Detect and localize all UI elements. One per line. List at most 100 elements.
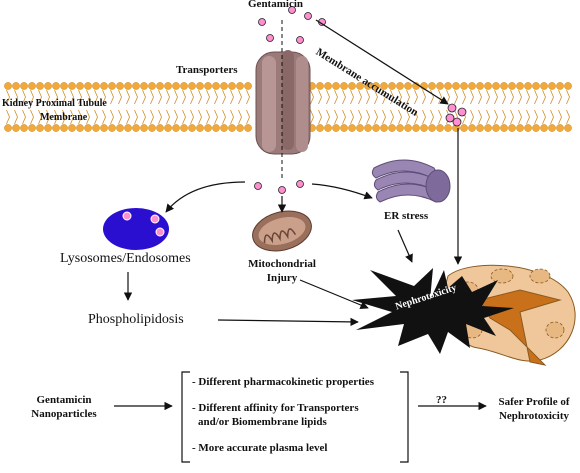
- lipid-head: [76, 82, 84, 90]
- lipid-head: [116, 82, 124, 90]
- endoplasmic-reticulum-shape: [371, 159, 451, 203]
- lipid-head: [156, 124, 164, 132]
- lipid-head: [76, 124, 84, 132]
- lipid-tail: [462, 89, 466, 105]
- lipid-tail: [406, 89, 410, 105]
- lipid-tail: [190, 89, 194, 105]
- outcome-label-line1: Safer Profile of: [498, 396, 570, 408]
- lipid-tail: [478, 109, 482, 125]
- lipid-tail: [134, 89, 138, 105]
- lipid-tail: [78, 89, 82, 105]
- lipid-head: [388, 124, 396, 132]
- lipid-tail: [174, 109, 178, 125]
- nephrotoxicity-burst: [352, 268, 514, 354]
- lipid-tail: [558, 89, 562, 105]
- lipid-tail: [246, 109, 250, 125]
- lysosome-shape: [103, 208, 169, 250]
- lipid-tail: [94, 109, 98, 125]
- lipid-tail: [54, 89, 58, 105]
- lipid-tail: [246, 89, 250, 105]
- lipid-head: [484, 124, 492, 132]
- lipid-tail: [190, 109, 194, 125]
- lipid-head: [84, 124, 92, 132]
- lipid-head: [44, 124, 52, 132]
- lipid-tail: [510, 89, 514, 105]
- lipid-head: [372, 82, 380, 90]
- lipid-tail: [62, 109, 66, 125]
- lipid-head: [220, 82, 228, 90]
- lipid-head: [372, 124, 380, 132]
- lipid-tail: [422, 89, 426, 105]
- lipid-tail: [406, 109, 410, 125]
- injury-label: Injury: [266, 272, 298, 284]
- lipid-tail: [550, 89, 554, 105]
- lipid-head: [428, 124, 436, 132]
- lipid-tail: [550, 109, 554, 125]
- lipid-head: [36, 82, 44, 90]
- lipid-head: [492, 124, 500, 132]
- point-3: - More accurate plasma level: [192, 442, 328, 454]
- lipid-head: [468, 82, 476, 90]
- lipid-tail: [478, 89, 482, 105]
- lipid-head: [140, 82, 148, 90]
- lipid-tail: [182, 109, 186, 125]
- lipid-head: [404, 124, 412, 132]
- lipid-tail: [182, 89, 186, 105]
- lysosomes-label: Lysosomes/Endosomes: [60, 251, 191, 266]
- lipid-tail: [318, 109, 322, 125]
- lipid-head: [516, 82, 524, 90]
- pathway-arrows: [114, 19, 487, 411]
- lipid-tail: [78, 109, 82, 125]
- lipid-head: [564, 82, 572, 90]
- lipid-tail: [214, 109, 218, 125]
- point-2-cont: and/or Biomembrane lipids: [198, 416, 327, 428]
- lipid-tail: [526, 109, 530, 125]
- lipid-head: [540, 124, 548, 132]
- lipid-head: [348, 82, 356, 90]
- lipid-tail: [158, 109, 162, 125]
- lipid-tail: [110, 109, 114, 125]
- lipid-head: [172, 124, 180, 132]
- lipid-head: [156, 82, 164, 90]
- lipid-head: [556, 124, 564, 132]
- lipid-tail: [30, 109, 34, 125]
- lipid-head: [108, 82, 116, 90]
- lipid-tail: [62, 89, 66, 105]
- lipid-head: [468, 124, 476, 132]
- lipid-head: [404, 82, 412, 90]
- lipid-head: [508, 82, 516, 90]
- lipid-head: [364, 82, 372, 90]
- lipid-tail: [390, 109, 394, 125]
- lipid-tail: [542, 89, 546, 105]
- lipid-head: [52, 124, 60, 132]
- lipid-tail: [534, 89, 538, 105]
- lipid-head: [364, 124, 372, 132]
- lipid-tail: [486, 109, 490, 125]
- gentamicin-label: Gentamicin: [248, 0, 303, 10]
- lipid-head: [12, 82, 20, 90]
- lipid-head: [460, 82, 468, 90]
- lipid-head: [316, 82, 324, 90]
- lipid-tail: [342, 109, 346, 125]
- lipid-tail: [438, 89, 442, 105]
- question-label: ??: [436, 394, 447, 406]
- lipid-tail: [350, 109, 354, 125]
- lipid-tail: [414, 109, 418, 125]
- lipid-head: [476, 82, 484, 90]
- nanoparticles-label-line1: Gentamicin: [36, 394, 92, 406]
- er-stress-label: ER stress: [384, 210, 429, 222]
- lipid-tail: [110, 89, 114, 105]
- lipid-tail: [422, 109, 426, 125]
- lipid-head: [236, 82, 244, 90]
- lipid-head: [396, 124, 404, 132]
- lipid-head: [36, 124, 44, 132]
- lipid-tail: [142, 109, 146, 125]
- lipid-tail: [46, 109, 50, 125]
- lipid-tail: [382, 109, 386, 125]
- lipid-head: [124, 124, 132, 132]
- lipid-head: [332, 124, 340, 132]
- lipid-head: [524, 82, 532, 90]
- lipid-head: [564, 124, 572, 132]
- lipid-head: [356, 82, 364, 90]
- lipid-tail: [358, 89, 362, 105]
